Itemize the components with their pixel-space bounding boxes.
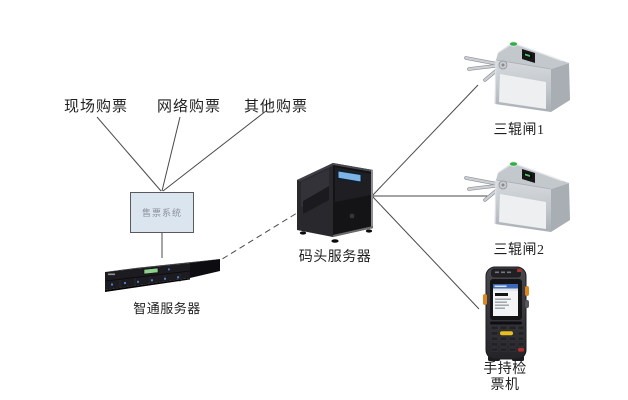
label-turnstile-1: 三辊闸1 bbox=[493, 123, 545, 138]
handheld-checker-illustration bbox=[483, 266, 529, 361]
turnstile-2-illustration bbox=[463, 158, 575, 238]
label-onsite-purchase: 现场购票 bbox=[64, 99, 129, 115]
connector-zhitong-to-dock bbox=[213, 212, 298, 265]
connector-onsite-to-system bbox=[96, 116, 162, 192]
label-turnstile-2: 三辊闸2 bbox=[493, 243, 545, 258]
turnstile-1-illustration bbox=[463, 38, 575, 118]
label-handheld-checker: 手持检票机 bbox=[483, 362, 527, 393]
label-zhitong-server: 智通服务器 bbox=[133, 301, 201, 316]
tower-lcd-screen bbox=[338, 171, 361, 182]
rack-server-illustration bbox=[104, 259, 220, 292]
label-other-purchase: 其他购票 bbox=[244, 99, 309, 115]
side-trigger-left bbox=[483, 294, 487, 305]
connector-online-to-system bbox=[161, 116, 181, 192]
connector-other-to-system bbox=[162, 110, 267, 192]
label-dock-server: 码头服务器 bbox=[298, 250, 372, 265]
drive-leds bbox=[111, 268, 179, 286]
server-lcd-display bbox=[143, 267, 159, 275]
tower-power-button bbox=[349, 213, 355, 219]
connector-dock-to-handheld bbox=[371, 195, 480, 310]
keypad-scan-key bbox=[500, 331, 513, 336]
connector-dock-to-turnstile1 bbox=[371, 84, 479, 197]
side-trigger-right bbox=[525, 286, 529, 296]
tower-server-illustration bbox=[297, 163, 373, 243]
ticketing-system-label: 售票系统 bbox=[141, 208, 182, 218]
scan-indicator bbox=[517, 269, 522, 272]
handheld-screen bbox=[493, 284, 518, 316]
ticketing-system-box: 售票系统 bbox=[130, 192, 194, 233]
keypad bbox=[490, 325, 525, 352]
label-online-purchase: 网络购票 bbox=[157, 99, 222, 115]
